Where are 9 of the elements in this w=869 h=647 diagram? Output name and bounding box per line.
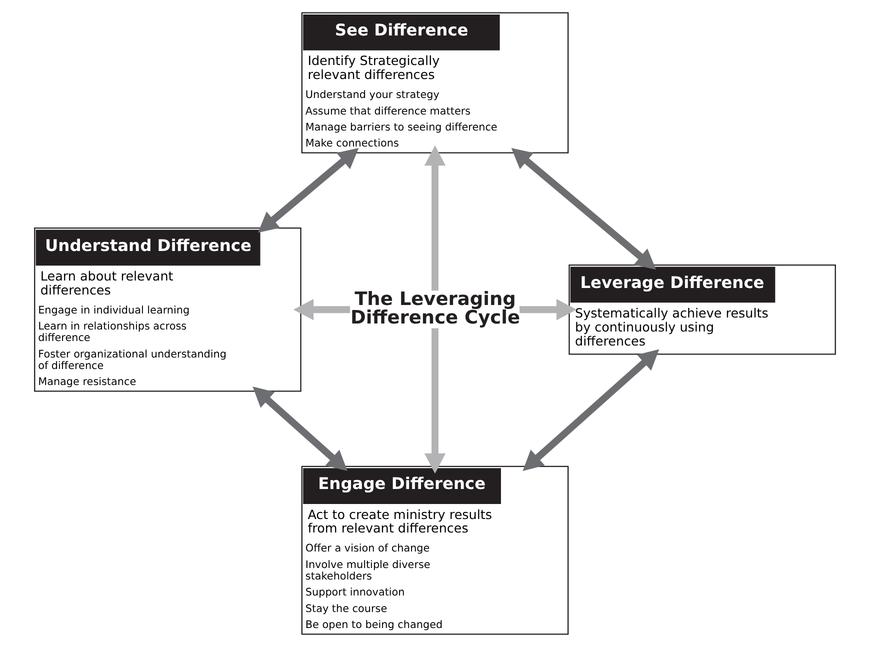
arrow — [292, 299, 350, 320]
arrow — [510, 148, 656, 270]
arrow — [424, 328, 446, 474]
arrow — [424, 145, 446, 291]
arrow — [522, 349, 659, 471]
arrow — [252, 386, 347, 472]
node-text: The Leveraging Difference Cycle — [350, 288, 520, 328]
arrow — [257, 148, 358, 233]
arrow — [519, 299, 576, 320]
